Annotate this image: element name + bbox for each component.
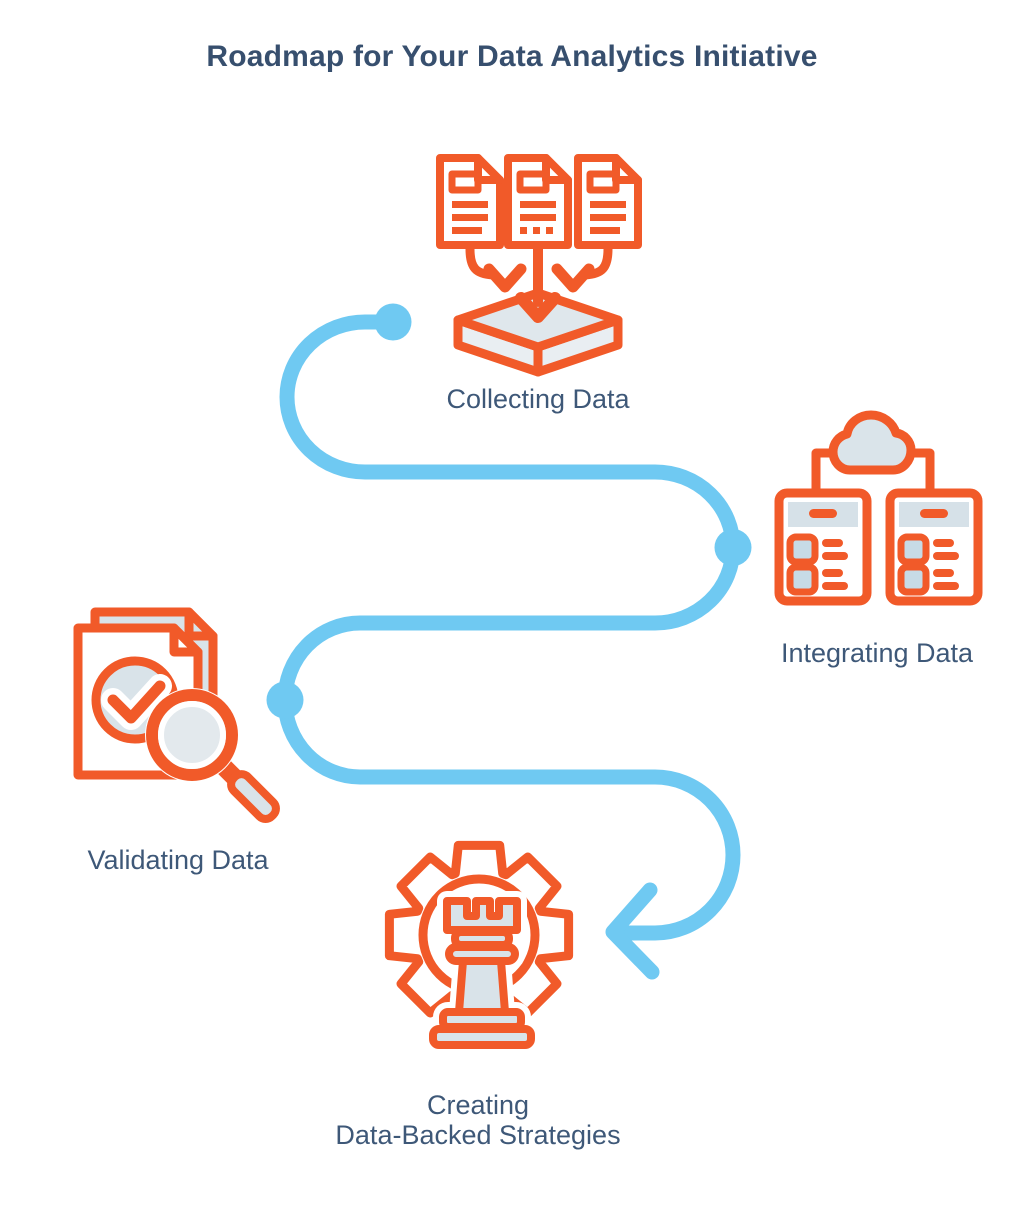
rook-icon xyxy=(429,897,535,1049)
document-icon xyxy=(436,154,504,249)
database-card-icon xyxy=(774,488,872,606)
step-label-creating-strategies: Creating Data-Backed Strategies xyxy=(278,1090,678,1150)
step-label-collecting-data: Collecting Data xyxy=(446,384,630,414)
cloud-icon xyxy=(828,410,916,475)
step-label-integrating-data: Integrating Data xyxy=(780,638,974,668)
strategies-label-line-2: Data-Backed Strategies xyxy=(335,1120,621,1150)
page-title: Roadmap for Your Data Analytics Initiati… xyxy=(206,40,818,73)
step-label-validating-data: Validating Data xyxy=(87,845,269,875)
milestone-dot-3 xyxy=(266,681,304,719)
strategies-label-line-1: Creating xyxy=(426,1090,530,1120)
document-icon xyxy=(504,154,572,249)
document-check-magnifier-icon xyxy=(73,607,284,827)
cloud-connected-databases-icon xyxy=(774,410,983,606)
documents-into-collection-box-icon xyxy=(436,154,642,377)
arrow-down-icon xyxy=(551,244,613,293)
arrow-left-icon xyxy=(605,882,660,980)
document-icon xyxy=(574,154,642,249)
roadmap-curve xyxy=(277,314,741,941)
arrow-down-icon xyxy=(515,242,561,323)
magnifier-icon xyxy=(145,688,284,827)
arrow-down-icon xyxy=(465,244,527,293)
roadmap-path xyxy=(266,303,752,980)
gear-chess-rook-icon xyxy=(384,840,574,1055)
milestone-dot-1 xyxy=(374,303,412,341)
milestone-dot-2 xyxy=(714,529,752,566)
database-card-icon xyxy=(885,488,983,606)
